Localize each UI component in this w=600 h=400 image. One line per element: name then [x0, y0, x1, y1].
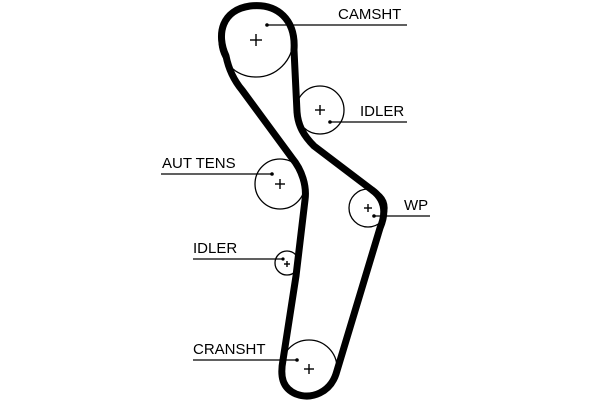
leader-wp	[372, 214, 430, 218]
label-aut-tens: AUT TENS	[162, 155, 236, 172]
pulley-idler-lower	[274, 250, 300, 276]
label-idler-lower: IDLER	[193, 240, 237, 257]
label-wp: WP	[404, 197, 428, 214]
leader-aut-tens	[161, 172, 274, 176]
label-camsht: CAMSHT	[338, 6, 401, 23]
leader-idler-upper	[328, 120, 407, 124]
leader-camsht	[265, 23, 407, 27]
timing-belt	[218, 2, 388, 400]
leader-cransht	[193, 358, 299, 362]
leader-idler-lower	[193, 257, 285, 261]
pulley-aut-tens	[254, 158, 306, 210]
label-cransht: CRANSHT	[193, 341, 266, 358]
label-idler-upper: IDLER	[360, 103, 404, 120]
